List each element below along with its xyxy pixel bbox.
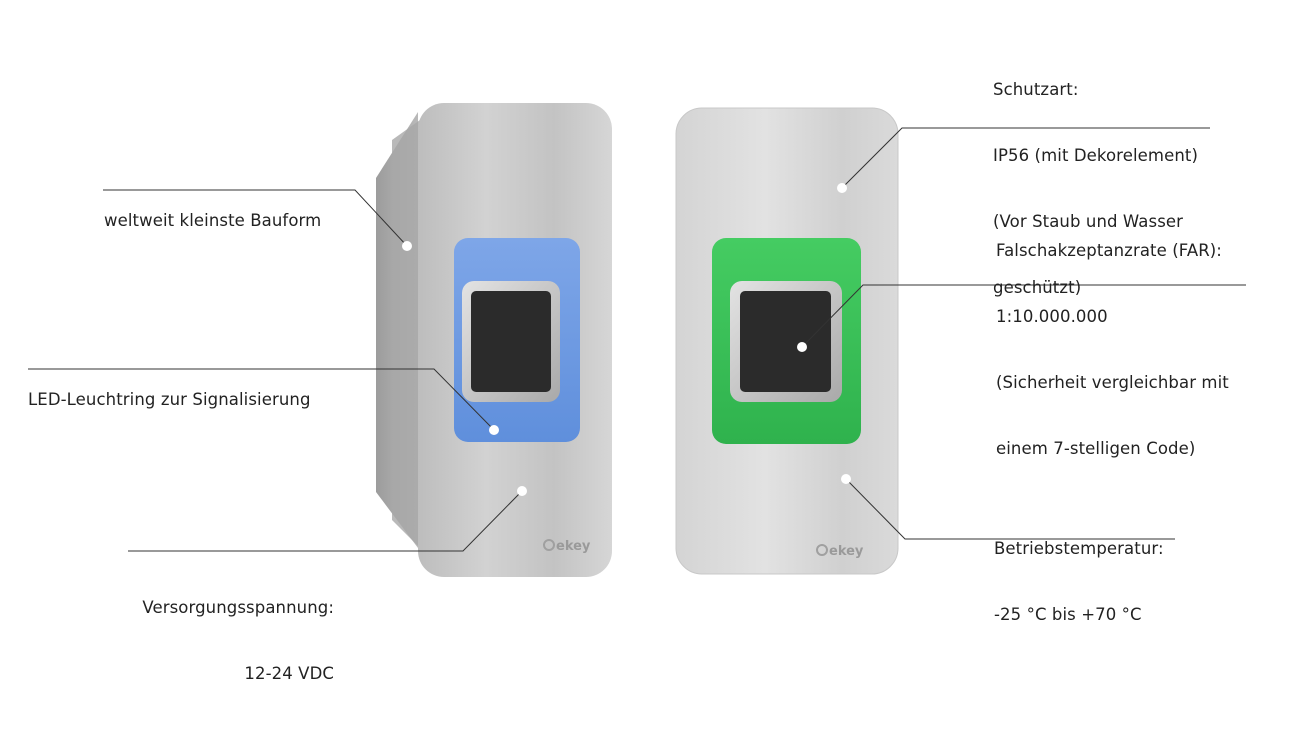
leader-far [801,284,1246,348]
right-fingerprint-sensor [740,291,831,392]
dot-far [797,342,807,352]
callout-bauform: weltweit kleinste Bauform [104,166,321,276]
left-device: ekey [376,103,612,577]
callout-far: Falschakzeptanzrate (FAR): 1:10.000.000 … [996,196,1229,504]
callout-schutzart-line-1: Schutzart: [993,80,1079,99]
leader-lines [28,127,1246,552]
dot-spannung [517,486,527,496]
callout-far-line-2: 1:10.000.000 [996,307,1108,326]
dot-led [489,425,499,435]
callout-temperatur: Betriebstemperatur: -25 °C bis +70 °C [994,494,1164,670]
callout-schutzart-line-4: geschützt) [993,278,1082,297]
leader-bauform [103,189,408,247]
callout-far-line-4: einem 7-stelligen Code) [996,439,1196,458]
callout-bauform-line: weltweit kleinste Bauform [104,211,322,230]
callout-temperatur-line-1: Betriebstemperatur: [994,539,1164,558]
left-fingerprint-sensor [471,291,551,392]
left-ekey-logo: ekey [543,539,591,554]
callout-spannung-line-2: 12-24 VDC [244,664,334,683]
leader-spannung [128,490,523,552]
callout-far-line-3: (Sicherheit vergleichbar mit [996,373,1229,392]
leader-temperatur [845,478,1175,540]
right-brand-text: ekey [829,544,864,559]
product-illustration: ekey ekey [28,35,1246,683]
callout-spannung: Versorgungsspannung: 12-24 VDC [128,553,334,729]
dot-temperatur [841,474,851,484]
callout-spannung-line-1: Versorgungsspannung: [142,598,334,617]
callout-led: LED-Leuchtring zur Signalisierung [28,345,311,455]
callout-schutzart-line-3: (Vor Staub und Wasser [993,212,1184,231]
callout-schutzart: Schutzart: IP56 (mit Dekorelement) (Vor … [993,35,1198,343]
callout-led-line: LED-Leuchtring zur Signalisierung [28,390,311,409]
leader-led [28,368,495,431]
dot-bauform [402,241,412,251]
right-device: ekey [675,107,899,575]
devices-graphic: ekey ekey [28,103,1246,577]
left-brand-text: ekey [556,539,591,554]
leader-schutzart [841,127,1210,189]
callout-temperatur-line-2: -25 °C bis +70 °C [994,605,1142,624]
callout-far-line-1: Falschakzeptanzrate (FAR): [996,241,1222,260]
callout-dots [402,183,851,496]
dot-schutzart [837,183,847,193]
callout-schutzart-line-2: IP56 (mit Dekorelement) [993,146,1198,165]
right-ekey-logo: ekey [816,544,864,559]
